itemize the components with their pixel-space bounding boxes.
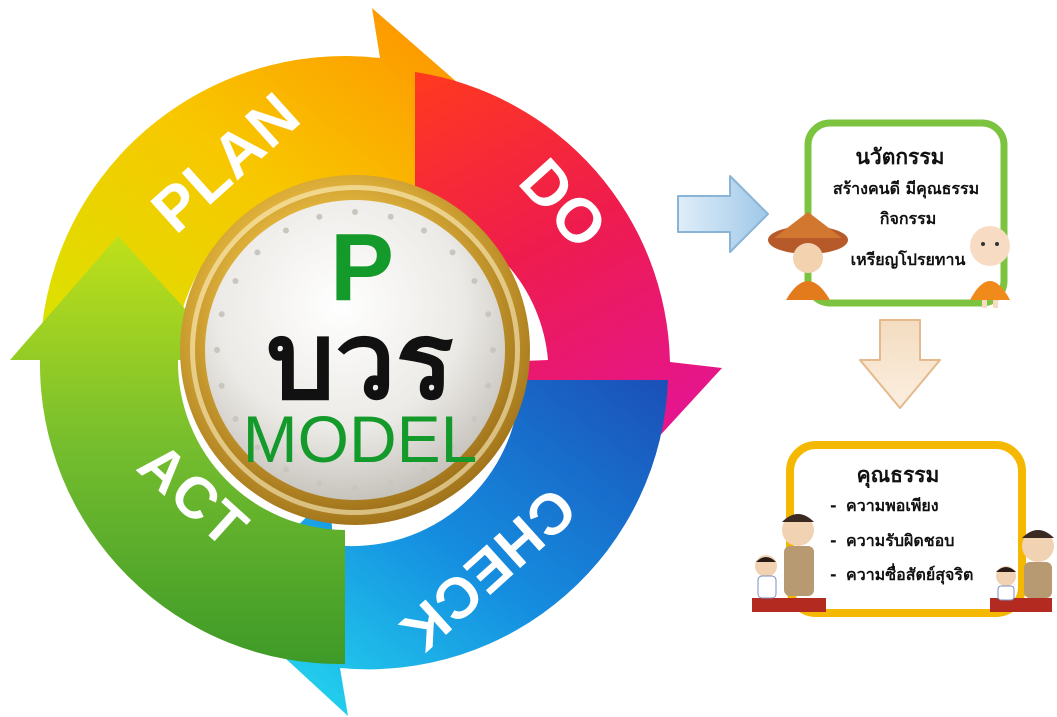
center-model-text: MODEL [243,402,478,476]
medallion-dot [254,249,261,256]
medallion-dot [490,347,496,353]
medallion-dot [471,278,478,284]
medallion-dot [232,416,239,422]
center-letter: P [330,214,394,321]
monk-figure-illustration [768,212,848,300]
virtue-item-3: ความซื่อสัตย์สุจริต [846,563,973,585]
act-arrow [10,236,345,665]
medallion-dot [254,444,261,451]
medallion-dot [283,466,289,473]
medallion-dot [316,213,323,220]
virtue-card: คุณธรรม - ความพอเพียง - ความรับผิดชอบ - … [786,441,1026,617]
innovation-line-2: กิจกรรม [879,209,936,228]
medallion-dot [352,209,358,215]
virtue-item-2: ความรับผิดชอบ [846,531,954,550]
virtue-dash-3: - [830,565,837,584]
novice-figure-illustration [970,226,1010,308]
medallion-dot [449,444,456,451]
medallion-dot [449,249,456,256]
medallion-dot [485,382,492,389]
medallion-dot [421,466,427,473]
innovation-card: นวัตกรรม สร้างคนดี มีคุณธรรม กิจกรรม เหร… [804,119,1008,307]
virtue-dash-2: - [830,531,837,550]
medallion-dot [283,227,289,234]
medallion-dots [214,209,496,491]
medallion-dot [485,311,492,318]
medallion-dot [218,311,225,318]
teacher-student-left-illustration [752,514,826,612]
plan-arrow [40,8,498,360]
medallion-dot [387,213,394,220]
right-arrow-icon [677,175,769,253]
medallion-dot [387,480,394,487]
center-medallion [180,175,530,525]
innovation-line-1: สร้างคนดี มีคุณธรรม [833,179,979,199]
virtue-item-1: ความพอเพียง [846,496,939,515]
medallion-dot [214,347,220,353]
medallion-dot [218,382,225,389]
medallion-dot [316,480,323,487]
medallion-dot [471,416,478,422]
down-arrow-icon [859,319,941,409]
teacher-student-right-illustration [990,530,1054,612]
medallion-dot [421,227,427,234]
innovation-title: นวัตกรรม [856,145,945,169]
innovation-line-3: เหรียญโปรยทาน [851,249,966,270]
medallion-dot [352,485,358,491]
virtue-dash-1: - [830,496,837,515]
medallion-dot [232,278,239,284]
pdca-ring [10,8,722,716]
virtue-title: คุณธรรม [857,463,940,489]
center-thai-text: บวร [266,299,453,424]
